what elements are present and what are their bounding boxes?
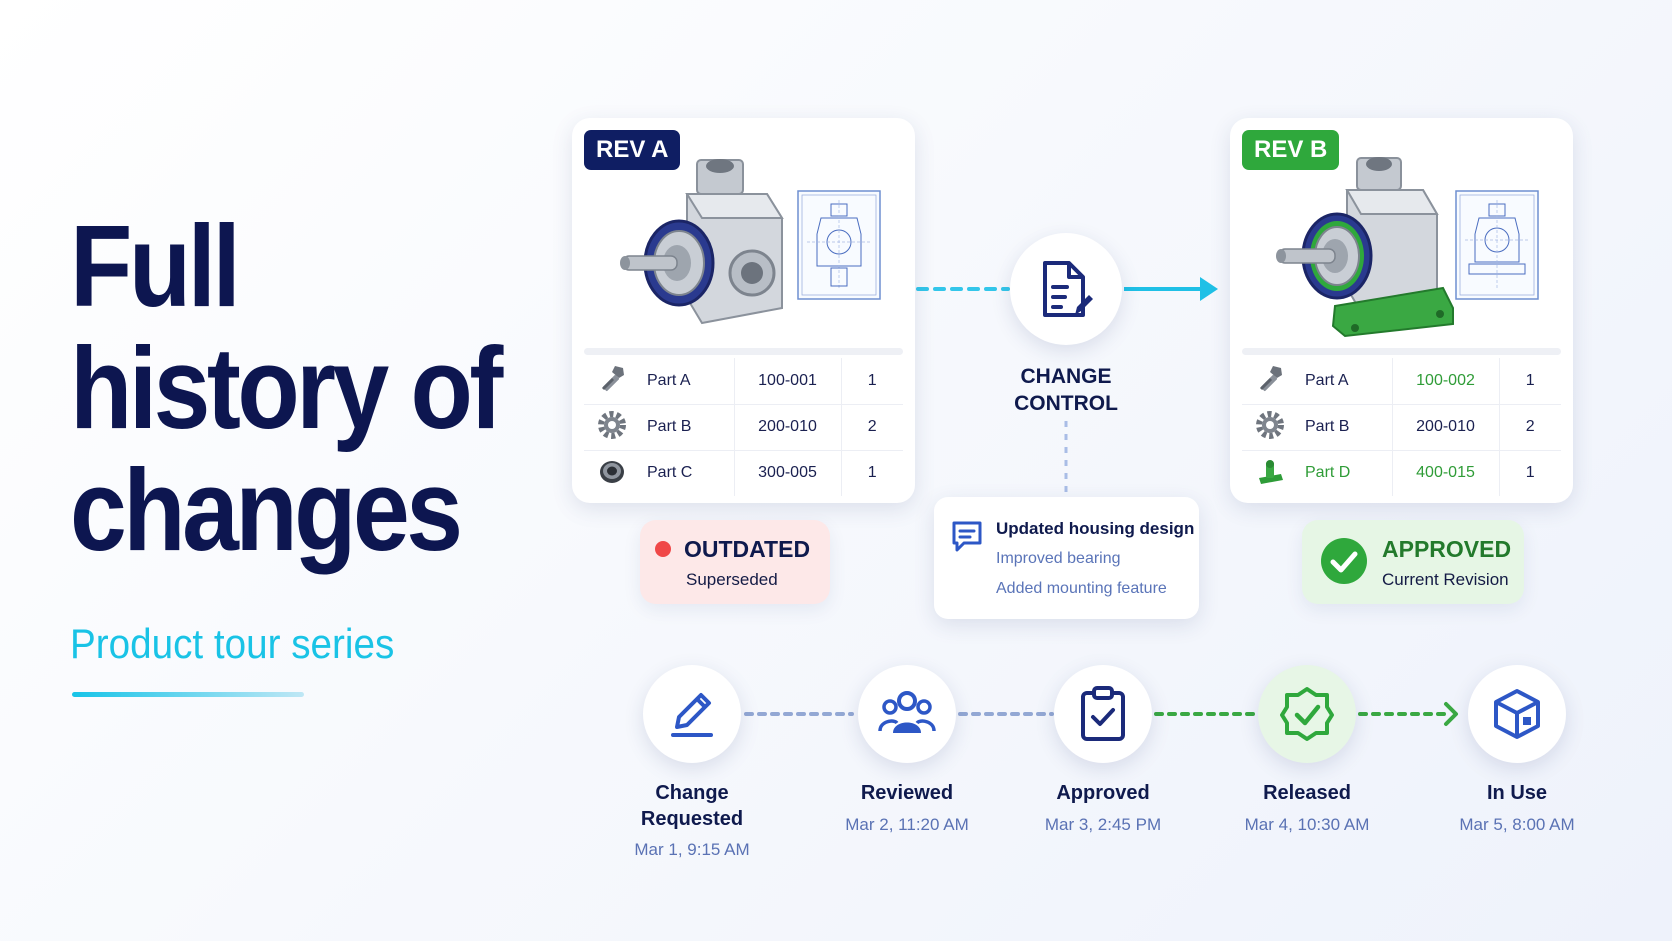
change-control-node[interactable] — [1010, 233, 1122, 345]
hero-title: Full history of changes — [70, 205, 528, 571]
gear-icon — [597, 410, 626, 439]
part-name: Part A — [1297, 358, 1393, 405]
hero-title-line-3: changes — [70, 445, 463, 575]
timeline-step-label-line-2: Requested — [640, 808, 744, 830]
part-name: Part B — [1297, 404, 1393, 451]
bolt-icon — [601, 366, 624, 392]
gearbox-image — [1276, 157, 1454, 338]
hero-title-line-2: history of — [70, 323, 503, 453]
change-control-label-line-2: CONTROL — [1014, 392, 1118, 415]
change-control-label: CHANGE CONTROL — [990, 363, 1142, 417]
check-circle-icon — [1321, 538, 1367, 584]
part-number: 200-010 — [1392, 404, 1500, 451]
timeline-step-time: Mar 5, 8:00 AM — [1459, 815, 1575, 834]
clipboard-check-icon — [1081, 686, 1125, 741]
shield-check-icon — [1280, 687, 1334, 741]
part-qty: 2 — [1499, 404, 1561, 451]
table-row[interactable]: Part B 200-010 2 — [584, 404, 903, 451]
timeline-step-label-line-1: Reviewed — [860, 782, 954, 804]
part-name: Part B — [639, 404, 735, 451]
hero-title-line-1: Full — [70, 201, 241, 331]
timeline-step-in-use[interactable] — [1468, 665, 1566, 763]
table-row[interactable]: Part A 100-002 1 — [1242, 358, 1561, 405]
timeline-step-change-requested[interactable] — [643, 665, 741, 763]
table-row[interactable]: Part C 300-005 1 — [584, 450, 903, 496]
part-qty: 1 — [1499, 358, 1561, 405]
bearing-icon — [599, 460, 624, 483]
part-number: 300-005 — [734, 450, 842, 496]
timeline-step-released[interactable] — [1258, 665, 1356, 763]
part-qty: 2 — [841, 404, 903, 451]
mounting-bracket-icon — [1258, 459, 1283, 484]
rev-a-divider — [584, 348, 903, 355]
part-qty: 1 — [867, 464, 877, 482]
rev-b-divider — [1242, 348, 1561, 355]
part-number: 400-015 — [1392, 450, 1500, 496]
timeline-step-label: Approved — [1018, 780, 1188, 806]
bolt-icon — [1259, 366, 1282, 392]
timeline-step-label: In Use — [1432, 780, 1602, 806]
status-title: OUTDATED — [684, 536, 811, 562]
timeline-step-label: Released — [1222, 780, 1392, 806]
timeline-step-label-line-1: Approved — [1056, 782, 1150, 804]
gear-icon — [1255, 410, 1284, 439]
blueprint-drawing — [1455, 190, 1539, 300]
team-icon — [878, 691, 936, 733]
timeline-step-label: Reviewed — [822, 780, 992, 806]
part-name: Part D — [1297, 450, 1393, 496]
approved-status: APPROVED Current Revision — [1302, 520, 1524, 604]
timeline-step-label-line-1: Change — [655, 782, 729, 804]
rev-b-card[interactable]: REV B — [1230, 118, 1573, 503]
timeline-step-time: Mar 1, 9:15 AM — [634, 840, 750, 859]
timeline-step-reviewed[interactable] — [858, 665, 956, 763]
table-row[interactable]: Part D 400-015 1 — [1242, 450, 1561, 496]
timeline-arrowhead — [1444, 702, 1458, 726]
rev-b-badge: REV B — [1242, 130, 1340, 170]
rev-a-card[interactable]: REV A Part — [572, 118, 915, 503]
part-number: 100-001 — [734, 358, 842, 405]
table-row[interactable]: Part A 100-001 1 — [584, 358, 903, 405]
timeline-step-label-line-1: In Use — [1486, 782, 1548, 804]
pencil-icon — [671, 693, 713, 737]
outdated-status: OUTDATED Superseded — [640, 520, 830, 604]
status-dot-icon — [655, 541, 671, 557]
table-row[interactable]: Part B 200-010 2 — [1242, 404, 1561, 451]
blueprint-drawing — [797, 190, 881, 300]
gearbox-image — [620, 159, 784, 325]
timeline-step-time: Mar 2, 11:20 AM — [845, 815, 969, 834]
document-edit-icon — [1043, 261, 1093, 317]
part-name: Part C — [639, 450, 735, 496]
part-number: 100-002 — [1392, 358, 1500, 405]
rev-a-bom-table: Part A 100-001 1 Part B 200-010 2 — [584, 358, 903, 496]
comment-icon — [952, 521, 982, 552]
timeline-step-label-line-1: Released — [1263, 782, 1351, 804]
status-title: APPROVED — [1382, 536, 1512, 562]
hero-subtitle: Product tour series — [70, 620, 395, 667]
note-line-2: Added mounting feature — [996, 580, 1167, 597]
note-line-1: Improved bearing — [996, 550, 1121, 567]
timeline-step-time: Mar 4, 10:30 AM — [1244, 815, 1370, 834]
timeline-step-time: Mar 3, 2:45 PM — [1044, 815, 1162, 834]
part-name: Part A — [639, 358, 735, 405]
status-subtitle: Current Revision — [1382, 570, 1509, 589]
rev-b-bom-table: Part A 100-002 1 Part B 200-010 2 — [1242, 358, 1561, 496]
change-control-label-line-1: CHANGE — [1020, 365, 1112, 388]
part-qty: 1 — [1525, 464, 1535, 482]
hero-underline — [72, 692, 304, 697]
change-to-rev-b-arrowhead — [1200, 277, 1218, 301]
timeline-step-approved[interactable] — [1054, 665, 1152, 763]
timeline-step-label: Change Requested — [607, 780, 777, 832]
status-subtitle: Superseded — [686, 570, 778, 589]
part-number: 200-010 — [734, 404, 842, 451]
rev-a-badge: REV A — [584, 130, 681, 170]
part-qty: 1 — [841, 358, 903, 405]
cube-icon — [1494, 689, 1540, 739]
note-title: Updated housing design — [996, 519, 1195, 538]
change-note-card[interactable]: Updated housing design Improved bearing … — [934, 497, 1199, 619]
